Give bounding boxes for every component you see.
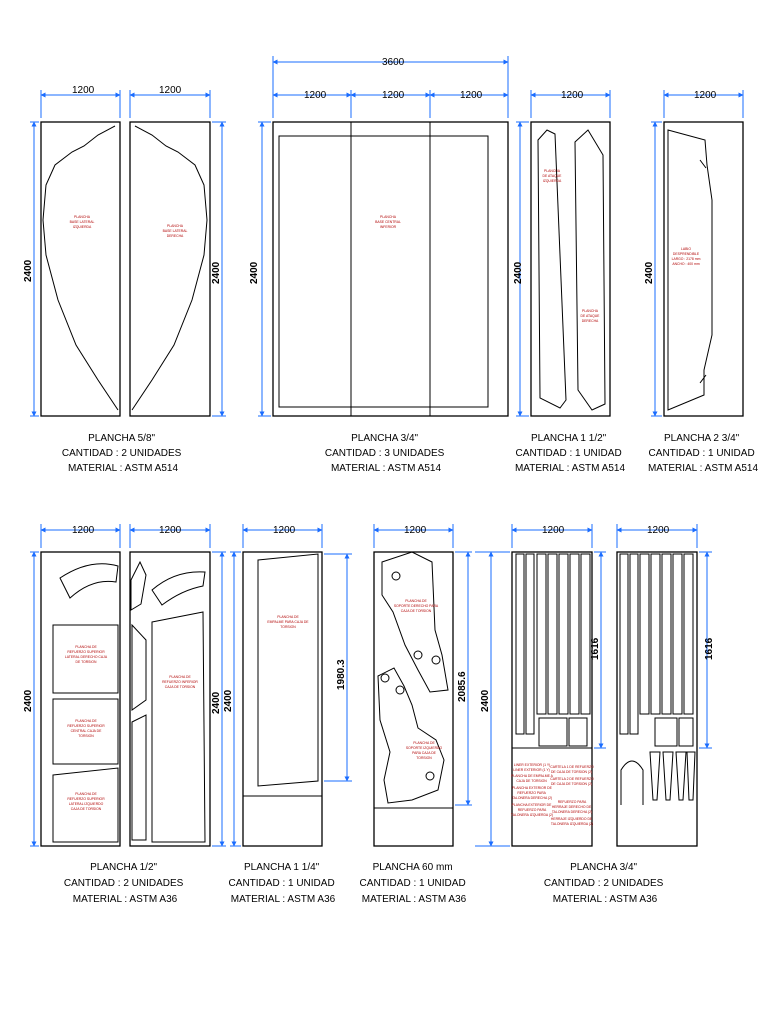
- plate: [530, 121, 611, 417]
- base-central-outline: [278, 135, 489, 408]
- plate-right: [129, 121, 211, 417]
- dim-height: 2400: [513, 261, 524, 284]
- attack-right-outline: [574, 129, 606, 411]
- note-liners: LINER EXTERIOR (1 Y)LINER EXTERIOR (1 Y)…: [511, 763, 554, 817]
- base-left-outline: [42, 125, 119, 411]
- sheet-caption: PLANCHA 1 1/2" CANTIDAD : 1 UNIDAD MATER…: [515, 433, 625, 474]
- sheet-caption: PLANCHA 60 mm CANTIDAD : 1 UNIDAD MATERI…: [360, 862, 469, 905]
- dim-width-left: 1200: [542, 525, 565, 536]
- dim-width-right: 1200: [159, 85, 182, 96]
- dim-width-3: 1200: [460, 90, 483, 101]
- curve-right: [151, 571, 206, 606]
- splice-outline: [257, 553, 319, 787]
- base-right-outline: [131, 125, 208, 411]
- dim-strip-height-left: 1616: [590, 637, 601, 660]
- dim-width-right: 1200: [647, 525, 670, 536]
- plate-right: [129, 551, 211, 847]
- plate-left: [511, 551, 593, 847]
- dim-height: 2400: [249, 261, 260, 284]
- dim-height-right: 2400: [211, 261, 222, 284]
- dim-height-right: 2400: [211, 691, 222, 714]
- dim-support-height: 2085.6: [457, 671, 468, 702]
- dim-height: 2400: [644, 261, 655, 284]
- sheet-caption: PLANCHA 3/4" CANTIDAD : 2 UNIDADES MATER…: [544, 862, 666, 905]
- dim-height: 2400: [223, 689, 234, 712]
- curve-left: [59, 563, 119, 599]
- sheet-caption: PLANCHA 2 3/4" CANTIDAD : 1 UNIDAD MATER…: [648, 433, 758, 474]
- dim-height-left: 2400: [23, 689, 34, 712]
- dim-width-right: 1200: [159, 525, 182, 536]
- dim-height: 2400: [480, 689, 491, 712]
- dim-width-1: 1200: [304, 90, 327, 101]
- dim-width-left: 1200: [72, 85, 95, 96]
- dim-splice-height: 1980.3: [336, 659, 347, 690]
- dim-width: 1200: [561, 90, 584, 101]
- dim-width-2: 1200: [382, 90, 405, 101]
- sheet-caption: PLANCHA 5/8" CANTIDAD : 2 UNIDADES MATER…: [62, 433, 184, 474]
- dim-strip-height-right: 1616: [704, 637, 715, 660]
- plate: [242, 551, 323, 847]
- attack-left-outline: [537, 129, 567, 409]
- sheet-caption: PLANCHA 1 1/4" CANTIDAD : 1 UNIDAD MATER…: [229, 862, 338, 905]
- sheet-caption: PLANCHA 3/4" CANTIDAD : 3 UNIDADES MATER…: [325, 433, 447, 474]
- plate-right: [616, 551, 698, 847]
- sheet-plancha-3-4-a36: 1200 1200 1616 1616 LINER EXTERIOR (1 Y)…: [511, 524, 715, 905]
- dim-total-width: 3600: [382, 57, 405, 68]
- plate-left: [40, 121, 121, 417]
- dim-height-left: 2400: [23, 259, 34, 282]
- dim-width: 1200: [694, 90, 717, 101]
- plate-combined: [272, 121, 509, 417]
- plate: [373, 551, 454, 847]
- dim-width: 1200: [404, 525, 427, 536]
- dim-width-left: 1200: [72, 525, 95, 536]
- plate: [663, 121, 744, 417]
- plate-left: [40, 551, 121, 847]
- dim-width: 1200: [273, 525, 296, 536]
- lip-outline: [667, 129, 713, 411]
- support-right-outline: [381, 551, 449, 693]
- support-left-outline: [377, 667, 445, 804]
- sheet-caption: PLANCHA 1/2" CANTIDAD : 2 UNIDADES MATER…: [64, 862, 186, 905]
